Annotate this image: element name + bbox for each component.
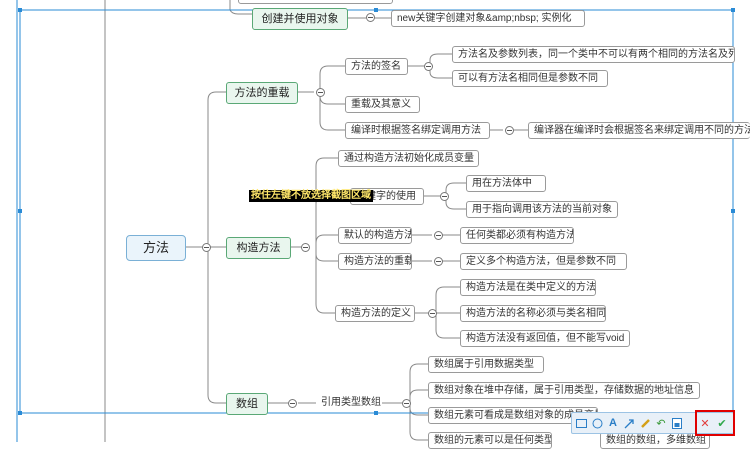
collapse-toggle[interactable] [301, 243, 310, 252]
node-overload-meaning[interactable]: 重载及其意义 [345, 96, 420, 113]
node-root-method[interactable]: 方法 [126, 235, 186, 261]
selection-handle-mr[interactable] [731, 209, 735, 213]
node-constructor[interactable]: 构造方法 [226, 237, 291, 259]
node-array-detail-4[interactable]: 数组的元素可以是任何类型 [428, 432, 552, 449]
node-default-ctor[interactable]: 默认的构造方法 [338, 227, 412, 244]
undo-icon[interactable]: ↶ [656, 417, 666, 430]
selection-handle-tr[interactable] [731, 8, 735, 12]
node-array[interactable]: 数组 [226, 393, 268, 415]
node-array-detail-3[interactable]: 数组元素可看成是数组对象的成员变量 [428, 407, 598, 424]
partial-node-top[interactable] [238, 0, 393, 4]
node-method-signature[interactable]: 方法的签名 [345, 58, 408, 75]
collapse-toggle[interactable] [434, 231, 443, 240]
node-ctor-def-2[interactable]: 构造方法的名称必须与类名相同 [460, 305, 606, 322]
arrow-icon[interactable] [622, 416, 636, 430]
node-method-overload[interactable]: 方法的重载 [226, 82, 298, 104]
node-ctor-def-1[interactable]: 构造方法是在类中定义的方法 [460, 279, 596, 296]
node-ctor-overload-detail[interactable]: 定义多个构造方法，但是参数不同 [460, 253, 627, 270]
collapse-toggle[interactable] [434, 257, 443, 266]
screenshot-tooltip: 按住左键不放选择截图区域 [249, 190, 373, 202]
node-signature-detail-2[interactable]: 可以有方法名相同但是参数不同 [452, 70, 608, 87]
node-default-ctor-detail[interactable]: 任何类都必须有构造方法 [460, 227, 574, 244]
ellipse-icon[interactable] [590, 416, 604, 430]
node-compile-binding[interactable]: 编译时根据签名绑定调用方法 [345, 122, 490, 139]
selection-handle-tm[interactable] [374, 8, 378, 12]
node-ref-array[interactable]: 引用类型数组 [321, 397, 381, 408]
save-icon[interactable] [670, 416, 684, 430]
node-ctor-def-3[interactable]: 构造方法没有返回值，但不能写void [460, 330, 630, 347]
cancel-icon[interactable]: ✕ [700, 417, 710, 430]
node-ctor-init[interactable]: 通过构造方法初始化成员变量 [338, 150, 479, 167]
node-signature-detail-1[interactable]: 方法名及参数列表，同一个类中不可以有两个相同的方法名及列表 [452, 46, 735, 63]
collapse-toggle[interactable] [202, 243, 211, 252]
selection-handle-tl[interactable] [18, 8, 22, 12]
node-ctor-overload[interactable]: 构造方法的重载 [338, 253, 412, 270]
rect-icon[interactable] [574, 416, 588, 430]
node-array-detail-1[interactable]: 数组属于引用数据类型 [428, 356, 544, 373]
selection-handle-bl[interactable] [18, 411, 22, 415]
confirm-icon[interactable]: ✔ [717, 417, 727, 430]
node-this-detail-1[interactable]: 用在方法体中 [466, 175, 546, 192]
highlight-box [695, 410, 735, 436]
node-compile-detail[interactable]: 编译器在编译时会根据签名来绑定调用不同的方法 [528, 122, 750, 139]
collapse-toggle[interactable] [402, 399, 411, 408]
node-ctor-definition[interactable]: 构造方法的定义 [335, 305, 415, 322]
collapse-toggle[interactable] [440, 192, 449, 201]
collapse-toggle[interactable] [288, 399, 297, 408]
selection-handle-ml[interactable] [18, 209, 22, 213]
collapse-toggle[interactable] [366, 13, 375, 22]
node-array-detail-5[interactable]: 数组的数组，多维数组 [600, 432, 710, 449]
selection-handle-bm[interactable] [374, 411, 378, 415]
node-create-object[interactable]: 创建并使用对象 [252, 8, 348, 30]
collapse-toggle[interactable] [424, 62, 433, 71]
text-icon[interactable]: A [609, 417, 617, 429]
pen-icon[interactable] [638, 416, 652, 430]
screenshot-toolbar: A ↶ ✕ ✔ [571, 412, 734, 434]
collapse-toggle[interactable] [428, 309, 437, 318]
collapse-toggle[interactable] [316, 88, 325, 97]
node-this-detail-2[interactable]: 用于指向调用该方法的当前对象 [466, 201, 618, 218]
node-new-keyword[interactable]: new关键字创建对象&amp;nbsp; 实例化 [391, 10, 585, 27]
node-array-detail-2[interactable]: 数组对象在堆中存储，属于引用类型，存储数据的地址信息 [428, 382, 700, 399]
collapse-toggle[interactable] [505, 126, 514, 135]
